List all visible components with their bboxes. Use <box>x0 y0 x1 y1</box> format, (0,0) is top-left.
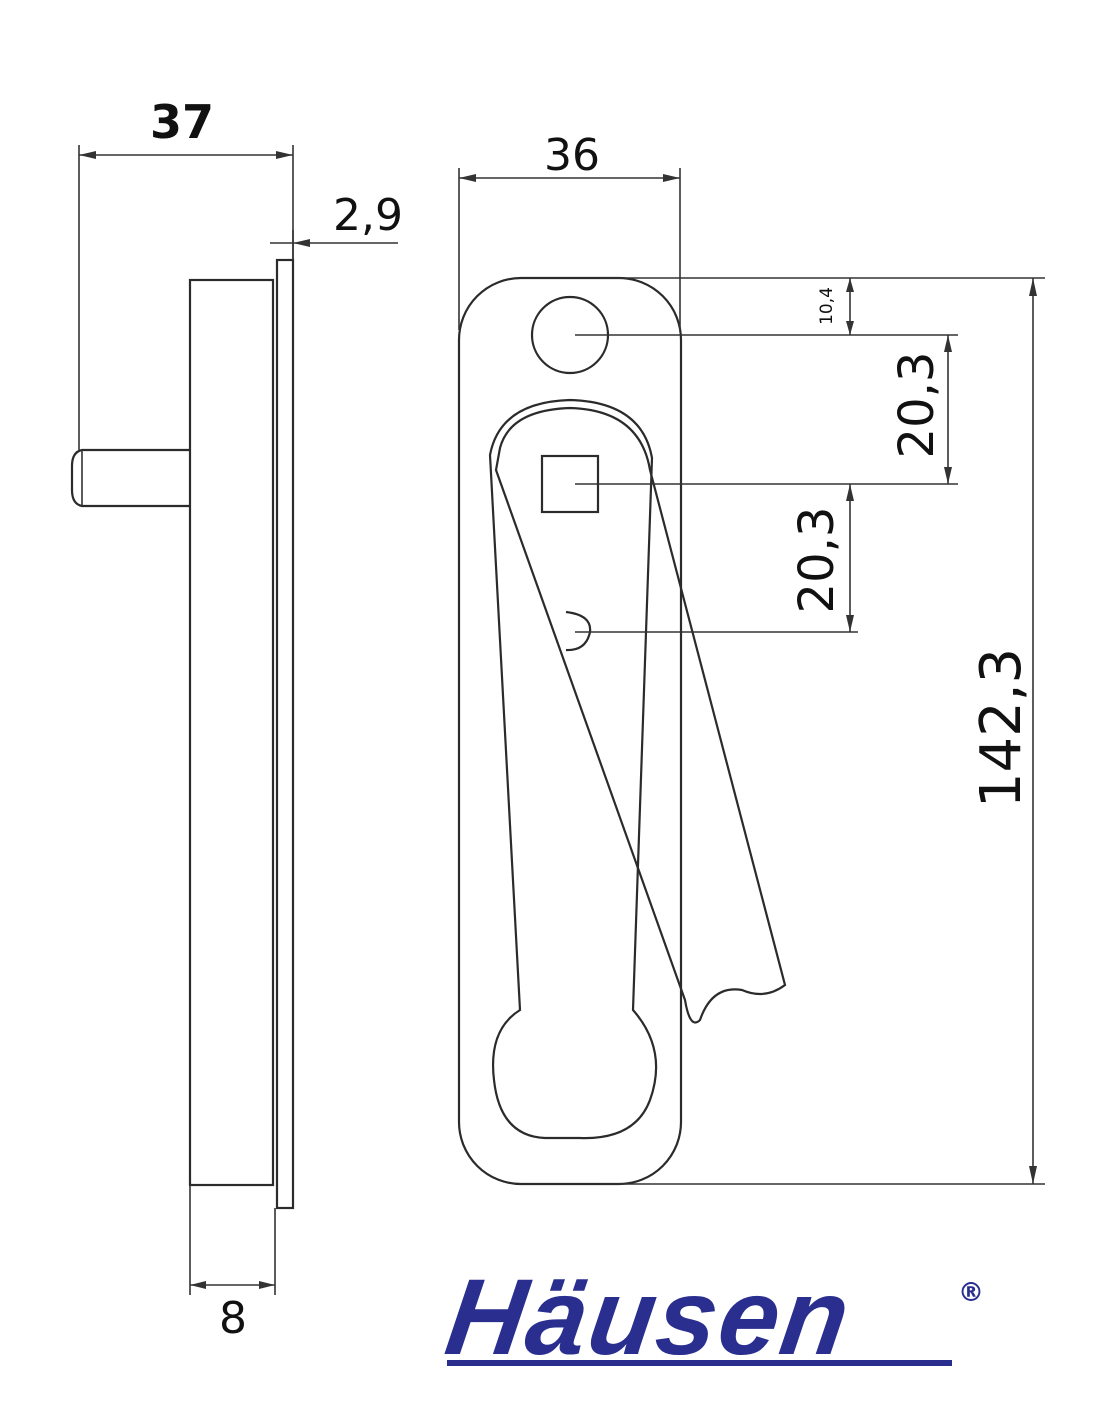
dimension-10-4: 10,4 <box>817 278 854 335</box>
dimension-2-9: 2,9 <box>270 190 403 260</box>
dimension-20-3-lower-label: 20,3 <box>789 507 845 614</box>
dimension-20-3-lower: 20,3 <box>789 484 854 632</box>
dimension-2-9-label: 2,9 <box>333 190 403 241</box>
dimension-37: 37 <box>78 95 294 450</box>
brand-logo: Häusen <box>439 1256 859 1377</box>
dimension-142-3-label: 142,3 <box>969 648 1034 808</box>
handle-recess <box>488 398 658 1140</box>
dimension-37-label: 37 <box>150 95 214 149</box>
handle-lever <box>494 406 787 1024</box>
dimension-36-label: 36 <box>544 130 600 181</box>
dimension-36: 36 <box>459 130 680 182</box>
pivot-point <box>565 610 592 652</box>
dimension-8: 8 <box>189 1185 276 1344</box>
dimension-10-4-label: 10,4 <box>817 287 837 325</box>
registered-mark: ® <box>958 1278 984 1308</box>
front-plate <box>457 276 683 1186</box>
front-extension-lines <box>458 168 1045 1185</box>
side-view <box>70 258 295 1210</box>
dimension-20-3-upper: 20,3 <box>889 335 952 484</box>
dimension-142-3: 142,3 <box>969 278 1037 1184</box>
dimension-8-label: 8 <box>219 1293 247 1344</box>
brand-underline <box>447 1360 952 1366</box>
front-view <box>457 276 787 1186</box>
side-cover-plate <box>275 258 295 1210</box>
side-body <box>188 278 275 1187</box>
dimension-20-3-upper-label: 20,3 <box>889 352 945 459</box>
side-spindle <box>70 448 190 508</box>
